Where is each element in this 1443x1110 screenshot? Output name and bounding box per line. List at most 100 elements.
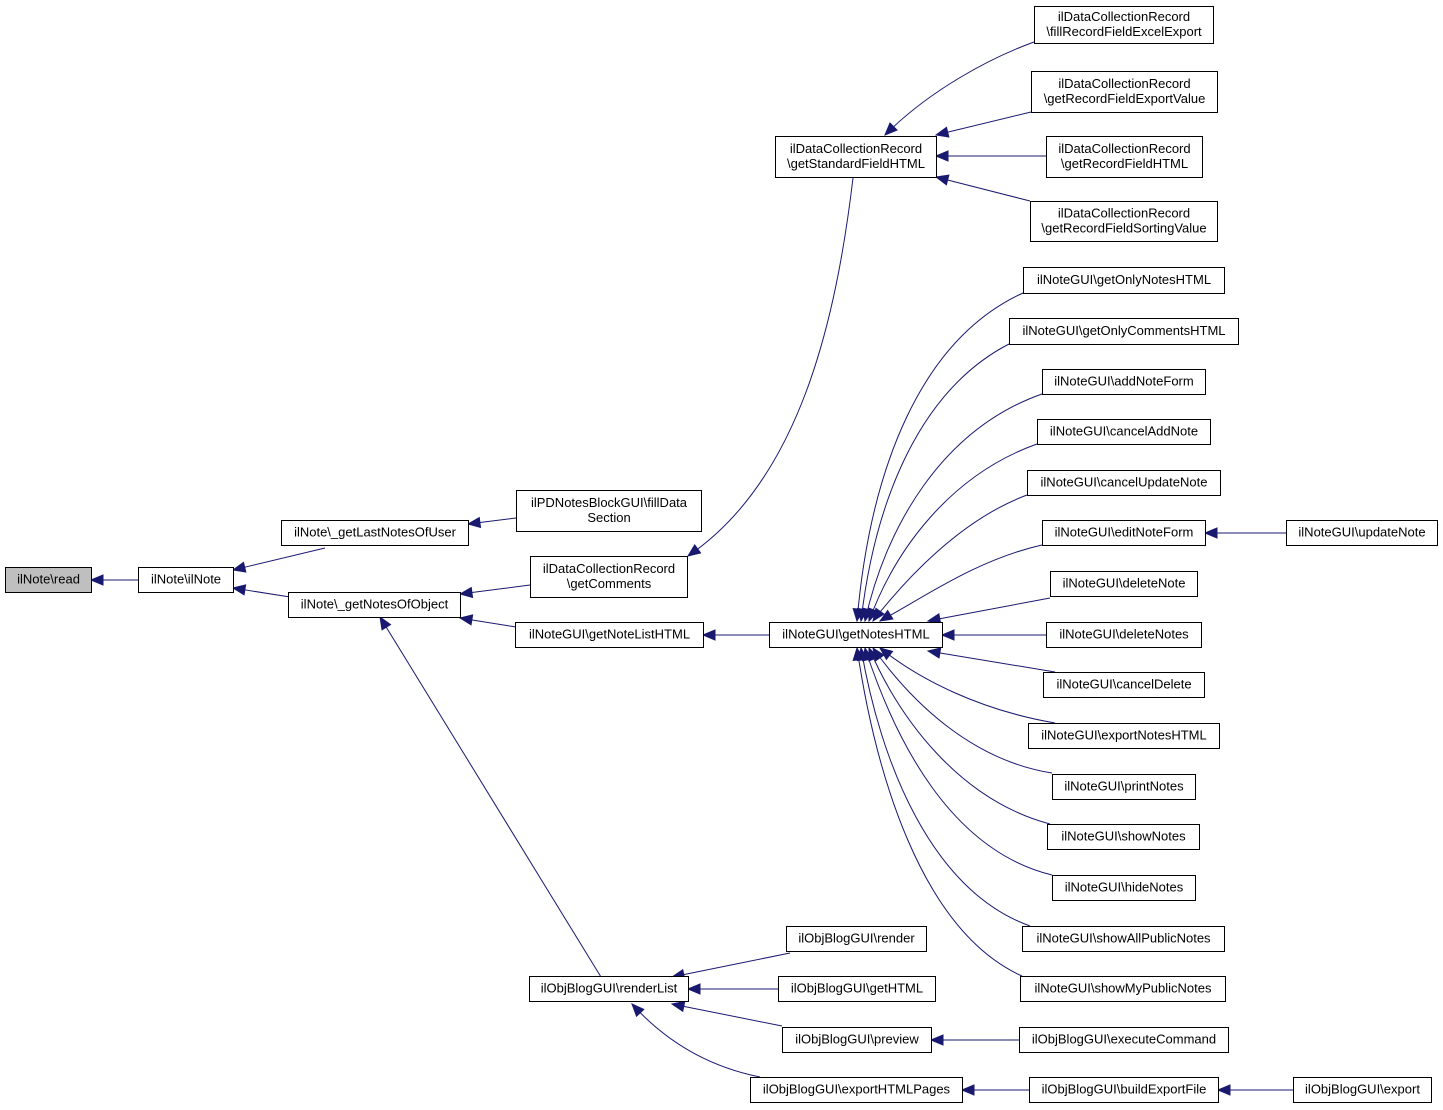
node-showNotes[interactable]: ilNoteGUI\showNotes [1047,824,1200,850]
node-exportNotesHTML[interactable]: ilNoteGUI\exportNotesHTML [1028,723,1220,749]
node-box[interactable] [1042,520,1206,546]
node-blogBuildExportFile[interactable]: ilObjBlogGUI\buildExportFile [1029,1077,1219,1103]
node-ilNote[interactable]: ilNote\ilNote [138,567,234,593]
edge-curve [860,647,1031,927]
node-getNotesOfObject[interactable]: ilNote\_getNotesOfObject [288,592,461,618]
node-getComments[interactable]: ilDataCollectionRecord\getComments [530,556,688,598]
node-getNotesHTML[interactable]: ilNoteGUI\getNotesHTML [769,622,943,648]
node-box[interactable] [1023,267,1225,294]
arrowhead-icon [878,609,894,622]
edge-line [469,619,517,628]
node-cancelDelete[interactable]: ilNoteGUI\cancelDelete [1043,672,1205,698]
node-box[interactable] [1293,1077,1432,1103]
node-fillRecordFieldExcelExport[interactable]: ilDataCollectionRecord\fillRecordFieldEx… [1034,6,1214,44]
node-getRecordFieldHTML[interactable]: ilDataCollectionRecord\getRecordFieldHTM… [1046,136,1203,178]
arrowhead-icon [231,561,247,573]
node-box[interactable] [1031,71,1218,113]
edge-getOnlyCommentsHTML-to-getNotesHTML [856,343,1010,623]
node-showMyPublicNotes[interactable]: ilNoteGUI\showMyPublicNotes [1020,976,1226,1002]
node-renderList[interactable]: ilObjBlogGUI\renderList [529,976,689,1002]
node-box[interactable] [1030,201,1218,242]
node-box[interactable] [1037,419,1211,445]
node-box[interactable] [1009,318,1239,345]
arrowhead-icon [852,646,864,661]
node-box[interactable] [1028,723,1220,749]
node-blogRender[interactable]: ilObjBlogGUI\render [786,926,927,952]
node-box[interactable] [1029,1077,1219,1103]
node-box[interactable] [782,1027,932,1053]
node-box[interactable] [1042,369,1206,395]
node-box[interactable] [529,976,689,1002]
node-box[interactable] [281,520,469,546]
node-updateNote[interactable]: ilNoteGUI\updateNote [1286,520,1438,546]
node-blogGetHTML[interactable]: ilObjBlogGUI\getHTML [778,976,936,1002]
node-box[interactable] [1027,470,1221,496]
node-getStandardFieldHTML[interactable]: ilDataCollectionRecord\getStandardFieldH… [775,136,937,178]
node-cancelUpdateNote[interactable]: ilNoteGUI\cancelUpdateNote [1027,470,1221,496]
node-box[interactable] [1022,926,1225,952]
node-blogPreview[interactable]: ilObjBlogGUI\preview [782,1027,932,1053]
node-blogExport[interactable]: ilObjBlogGUI\export [1293,1077,1432,1103]
node-deleteNote[interactable]: ilNoteGUI\deleteNote [1050,571,1198,597]
node-box[interactable] [786,926,927,952]
node-showAllPublicNotes[interactable]: ilNoteGUI\showAllPublicNotes [1022,926,1225,952]
node-label: ilNoteGUI\printNotes [1064,779,1184,794]
arrowhead-icon [1216,1084,1231,1096]
arrowhead-icon [872,607,885,623]
edge-curve [631,1003,761,1078]
node-getRecordFieldSortingValue[interactable]: ilDataCollectionRecord\getRecordFieldSor… [1030,201,1218,242]
arrowhead-icon [960,1084,975,1096]
node-box[interactable] [1050,571,1198,597]
node-box[interactable] [778,976,936,1002]
node-label: ilObjBlogGUI\exportHTMLPages [763,1082,951,1097]
node-label: ilPDNotesBlockGUI\fillData [531,495,688,510]
node-label: ilDataCollectionRecord [1058,9,1190,24]
node-label: ilNoteGUI\cancelUpdateNote [1041,475,1208,490]
node-box[interactable] [5,567,92,593]
edge-fillRecordFieldExcelExport-to-getStandardFieldHTML [884,41,1035,136]
node-getRecordFieldExportValue[interactable]: ilDataCollectionRecord\getRecordFieldExp… [1031,71,1218,113]
node-label: ilNoteGUI\cancelAddNote [1050,424,1198,439]
node-box[interactable] [775,136,937,178]
node-box[interactable] [288,592,461,618]
node-label: ilNoteGUI\deleteNote [1063,576,1186,591]
node-blogExecuteCommand[interactable]: ilObjBlogGUI\executeCommand [1019,1027,1229,1053]
node-box[interactable] [1019,1027,1229,1053]
node-cancelAddNote[interactable]: ilNoteGUI\cancelAddNote [1037,419,1211,445]
node-label: ilObjBlogGUI\preview [795,1032,919,1047]
node-box[interactable] [1052,774,1196,800]
edge-curve [687,177,854,557]
node-getOnlyCommentsHTML[interactable]: ilNoteGUI\getOnlyCommentsHTML [1009,318,1239,345]
node-getOnlyNotesHTML[interactable]: ilNoteGUI\getOnlyNotesHTML [1023,267,1225,294]
node-box[interactable] [530,556,688,598]
arrowhead-icon [701,629,716,641]
node-box[interactable] [1020,976,1226,1002]
node-box[interactable] [750,1077,963,1103]
node-deleteNotes[interactable]: ilNoteGUI\deleteNotes [1046,622,1202,648]
node-box[interactable] [1052,875,1196,901]
node-box[interactable] [1046,136,1203,178]
node-blogExportHTMLPages[interactable]: ilObjBlogGUI\exportHTMLPages [750,1077,963,1103]
node-getNoteListHTML[interactable]: ilNoteGUI\getNoteListHTML [515,622,704,648]
edge-getStandardFieldHTML-to-getComments [686,177,854,557]
node-printNotes[interactable]: ilNoteGUI\printNotes [1052,774,1196,800]
arrowhead-icon [934,174,950,186]
node-hideNotes[interactable]: ilNoteGUI\hideNotes [1052,875,1196,901]
node-getLastNotesOfUser[interactable]: ilNote\_getLastNotesOfUser [281,520,469,546]
node-read[interactable]: ilNote\read [5,567,92,593]
arrowhead-icon [631,1003,645,1018]
node-box[interactable] [769,622,943,648]
node-box[interactable] [138,567,234,593]
node-box[interactable] [516,490,702,532]
edge-line [937,652,1056,673]
node-box[interactable] [1043,672,1205,698]
node-box[interactable] [1046,622,1202,648]
node-box[interactable] [1047,824,1200,850]
node-addNoteForm[interactable]: ilNoteGUI\addNoteForm [1042,369,1206,395]
node-editNoteForm[interactable]: ilNoteGUI\editNoteForm [1042,520,1206,546]
node-box[interactable] [515,622,704,648]
node-box[interactable] [1286,520,1438,546]
node-box[interactable] [1034,6,1214,44]
